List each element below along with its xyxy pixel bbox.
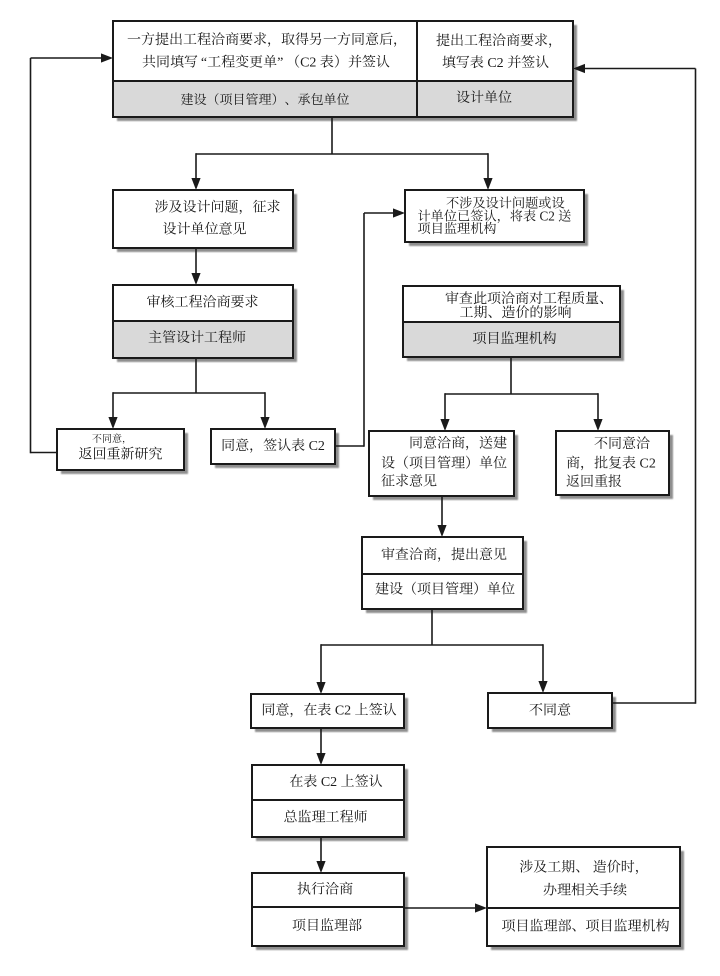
svg-text:不同意: 不同意 — [529, 702, 571, 719]
svg-text:同意，签认表 C2: 同意，签认表 C2 — [221, 437, 325, 454]
svg-text:项目监理机构: 项目监理机构 — [418, 221, 497, 236]
svg-text:不涉及设计问题或设: 不涉及设计问题或设 — [446, 196, 565, 211]
svg-text:同意，在表 C2 上签认: 同意，在表 C2 上签认 — [261, 702, 396, 719]
svg-text:征求意见: 征求意见 — [381, 473, 437, 490]
svg-text:返回重报: 返回重报 — [566, 474, 622, 490]
svg-text:主管设计工程师: 主管设计工程师 — [148, 330, 246, 346]
svg-text:审查洽商，提出意见: 审查洽商，提出意见 — [381, 546, 507, 563]
svg-text:不同意，: 不同意， — [92, 433, 132, 445]
svg-text:建设（项目管理）、承包单位: 建设（项目管理）、承包单位 — [180, 92, 349, 107]
svg-text:审查此项洽商对工程质量、: 审查此项洽商对工程质量、 — [445, 291, 613, 307]
svg-text:提出工程洽商要求，: 提出工程洽商要求， — [436, 33, 562, 49]
svg-text:商，批复表 C2: 商，批复表 C2 — [566, 456, 656, 472]
svg-text:审核工程洽商要求: 审核工程洽商要求 — [147, 295, 259, 311]
svg-text:同意洽商，送建: 同意洽商，送建 — [409, 435, 507, 452]
svg-text:设计单位意见: 设计单位意见 — [163, 221, 247, 238]
svg-text:计单位已签认，将表 C2 送: 计单位已签认，将表 C2 送 — [418, 209, 572, 224]
svg-text:设（项目管理）单位: 设（项目管理）单位 — [381, 456, 507, 472]
svg-text:返回重新研究: 返回重新研究 — [79, 447, 163, 463]
svg-text:项目监理部: 项目监理部 — [292, 918, 362, 934]
svg-text:设计单位: 设计单位 — [456, 90, 512, 106]
svg-text:涉及工期、 造价时，: 涉及工期、 造价时， — [519, 860, 649, 876]
svg-text:填写表 C2 并签认: 填写表 C2 并签认 — [442, 55, 549, 71]
svg-text:执行洽商: 执行洽商 — [297, 882, 353, 898]
svg-text:共同填写 “工程变更单” （C2 表）并签认: 共同填写 “工程变更单” （C2 表）并签认 — [142, 55, 390, 71]
svg-text:办理相关手续: 办理相关手续 — [543, 883, 627, 899]
svg-text:涉及设计问题，征求: 涉及设计问题，征求 — [155, 200, 281, 216]
svg-text:在表 C2 上签认: 在表 C2 上签认 — [289, 774, 382, 790]
svg-text:项目监理机构: 项目监理机构 — [473, 331, 557, 347]
svg-text:建设（项目管理）单位: 建设（项目管理）单位 — [375, 582, 515, 598]
svg-text:不同意洽: 不同意洽 — [594, 435, 650, 452]
svg-text:总监理工程师: 总监理工程师 — [284, 810, 368, 826]
svg-text:工期、造价的影响: 工期、造价的影响 — [460, 305, 572, 321]
svg-text:一方提出工程洽商要求，取得另一方同意后，: 一方提出工程洽商要求，取得另一方同意后， — [127, 31, 407, 48]
svg-text:项目监理部、项目监理机构: 项目监理部、项目监理机构 — [502, 919, 670, 935]
